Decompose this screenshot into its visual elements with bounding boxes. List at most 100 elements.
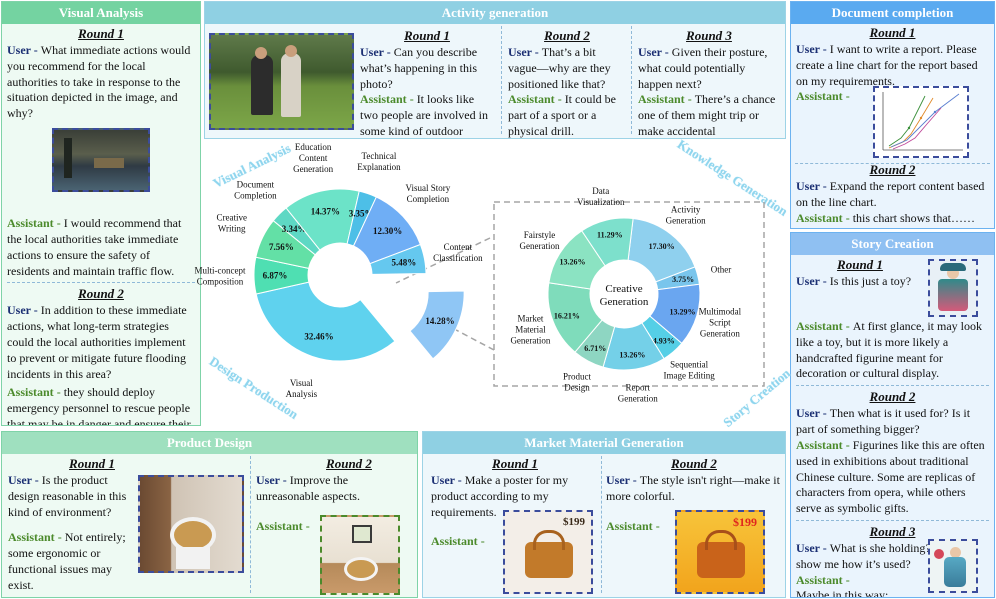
round-label: Round 1	[869, 25, 916, 40]
divider	[796, 385, 989, 387]
assistant-message: Assistant - Maybe in this way:	[796, 572, 889, 598]
pie-value-label: 12.30%	[373, 226, 402, 236]
market-material-title: Market Material Generation	[423, 432, 785, 454]
assistant-message: Assistant - this chart shows that……	[796, 210, 976, 225]
price-label: $199	[563, 516, 585, 528]
sub-pie-value-label: 3.75%	[672, 275, 694, 284]
assistant-message: Assistant -	[606, 518, 660, 533]
divider	[601, 456, 602, 593]
assistant-message: Assistant - It looks like two people are…	[360, 92, 488, 139]
price-label: $199	[733, 515, 757, 529]
divider	[796, 520, 989, 521]
sub-pie-value-label: 17.30%	[649, 242, 675, 251]
assistant-message: Assistant - Not entirely; some ergonomic…	[8, 530, 126, 592]
round-label: Round 3	[686, 28, 732, 43]
sub-pie-slice-sequential-image-editing	[641, 315, 683, 360]
diagonal-label-visual-analysis: Visual Analysis	[210, 140, 294, 191]
divider	[631, 26, 632, 134]
sub-pie-value-label: 11.29%	[597, 231, 623, 240]
assistant-message: Assistant -	[431, 534, 485, 549]
user-message: User - The style isn't right—make it mor…	[606, 472, 780, 503]
zoom-line-top	[395, 237, 491, 284]
assistant-message: Assistant -	[796, 89, 850, 104]
pie-slice-creative-writing	[255, 219, 316, 269]
opera-character-image	[928, 539, 978, 593]
round-label: Round 3	[869, 524, 916, 539]
sub-pie-slice-report-generation	[602, 322, 665, 371]
outdoor-activity-photo	[209, 33, 354, 130]
pie-value-label: 14.37%	[311, 207, 340, 217]
story-creation-panel: Story Creation Round 1 User - Is this ju…	[790, 232, 995, 598]
pie-value-label: 6.87%	[263, 270, 288, 280]
user-message: User - Make a poster for my product acco…	[431, 472, 569, 519]
round-label: Round 1	[69, 456, 115, 471]
visual-analysis-title: Visual Analysis	[2, 2, 200, 24]
pie-value-label: 3.35%	[349, 209, 374, 219]
user-message: User - I want to write a report. Please …	[796, 41, 978, 88]
diagonal-label-knowledge-generation: Knowledge Generation	[674, 136, 791, 219]
pie-slice-visual-analysis	[255, 281, 396, 362]
pie-slice-technical-explanation	[346, 190, 377, 247]
round-label: Round 1	[404, 28, 450, 43]
user-message: User - What immediate actions would you …	[7, 42, 191, 121]
sub-pie-value-label: 13.29%	[669, 307, 695, 316]
round-label: Round 1	[78, 26, 124, 41]
pie-value-label: 3.34%	[282, 224, 307, 234]
diagonal-label-design-production: Design Production	[206, 353, 302, 422]
divider	[250, 456, 251, 593]
pie-slice-visual-story-completion	[352, 196, 422, 265]
assistant-message: Assistant -	[256, 518, 310, 533]
sub-pie-slice-fairstyle-generation	[548, 230, 606, 290]
user-message: User - Can you describe what’s happening…	[360, 44, 478, 91]
user-message: User - Is this just a toy?	[796, 273, 912, 288]
zoom-line-bottom	[440, 321, 495, 351]
toilet-photo	[138, 475, 244, 573]
user-message: User - Given their posture, what could p…	[638, 44, 768, 91]
user-message: User - In addition to these immediate ac…	[7, 303, 187, 381]
user-message: User - Is the product design reasonable …	[8, 472, 127, 519]
product-design-panel: Product Design Round 1 User - Is the pro…	[1, 431, 418, 598]
round-label: Round 2	[671, 456, 717, 471]
user-message: User - Improve the unreasonable aspects.	[256, 472, 360, 503]
visual-analysis-panel: Visual Analysis Round 1 User - What imme…	[1, 1, 201, 426]
assistant-message: Assistant - It could be part of a sport …	[508, 92, 617, 139]
assistant-message: Assistant - At first glance, it may look…	[796, 319, 982, 381]
sub-pie-slice-activity-generation	[627, 217, 696, 283]
user-message: User - Then what is it used for? Is it p…	[796, 406, 971, 437]
pie-slice-creative-generation	[409, 290, 465, 360]
market-material-panel: Market Material Generation Round 1 User …	[422, 431, 786, 598]
pie-slice-document-completion	[272, 207, 321, 256]
user-message: User - That’s a bit vague—why are they p…	[508, 44, 611, 91]
round-label: Round 2	[869, 389, 916, 405]
round-label: Round 1	[837, 257, 883, 272]
improved-toilet-image	[320, 515, 400, 595]
document-completion-panel: Document completion Round 1 User - I wan…	[790, 1, 995, 229]
figurine-image	[928, 259, 978, 317]
sub-pie-category-label: Other	[711, 265, 732, 275]
user-message: User - Expand the report content based o…	[796, 178, 985, 209]
poster-image-colorful: $199	[675, 510, 765, 594]
zoom-box	[493, 201, 765, 387]
product-design-title: Product Design	[2, 432, 417, 454]
activity-generation-title: Activity generation	[205, 2, 785, 24]
activity-generation-panel: Activity generation Round 1 User - Can y…	[204, 1, 786, 139]
assistant-message: Assistant - they should deploy emergency…	[7, 385, 191, 426]
sub-pie-slice-other	[655, 266, 700, 291]
assistant-message: Assistant - Figurines like this are ofte…	[796, 437, 985, 516]
divider	[501, 26, 502, 134]
round-label: Round 2	[326, 456, 372, 471]
pie-slice-content-classification	[369, 243, 427, 275]
sub-pie-value-label: 13.26%	[559, 257, 585, 266]
sub-pie-slice-data-visualization	[581, 217, 634, 267]
